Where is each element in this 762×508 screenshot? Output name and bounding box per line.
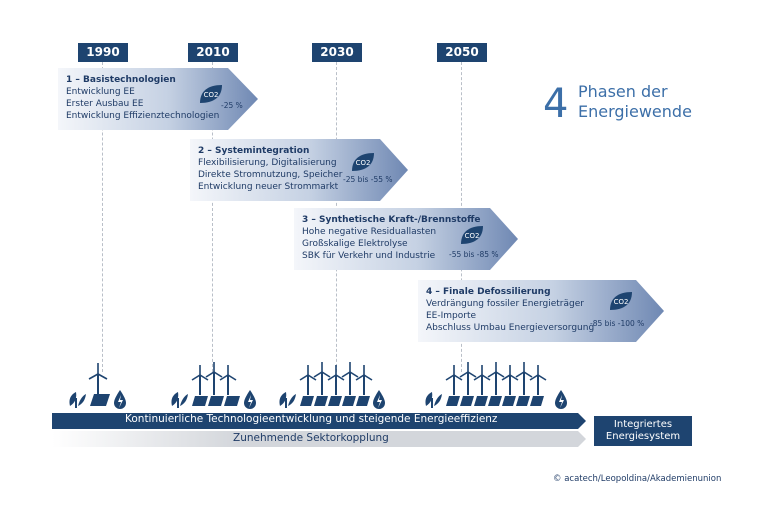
- reduction-label: -85 bis -100 %: [590, 319, 645, 328]
- icon-cluster-1990: [69, 363, 126, 409]
- integrated-energy-system-box: Integriertes Energiesystem: [594, 416, 692, 446]
- plant-icon: [279, 392, 296, 408]
- plant-icon: [69, 392, 86, 408]
- phase-item: Hohe negative Residuallasten: [302, 227, 437, 237]
- phase-text: 1 – Basistechnologien Entwicklung EE Ers…: [66, 74, 219, 122]
- phase-title: 1 – Basistechnologien: [66, 75, 176, 85]
- icon-cluster-2050: [425, 362, 567, 409]
- co2-label: CO2: [204, 91, 219, 99]
- phase-item: SBK für Verkehr und Industrie: [302, 251, 436, 261]
- co2-label: CO2: [465, 232, 480, 240]
- year-2050: 2050: [437, 43, 487, 62]
- phase-item: Verdrängung fossiler Energieträger: [426, 299, 584, 309]
- phase-arrow: [294, 208, 518, 270]
- technology-development-label: Kontinuierliche Technologieentwicklung u…: [125, 413, 498, 425]
- phase-text: 4 – Finale Defossilierung Verdrängung fo…: [426, 286, 594, 334]
- phase-count: 4: [543, 81, 569, 127]
- co2-label: CO2: [356, 159, 371, 167]
- phase-item: Direkte Stromnutzung, Speicher: [198, 170, 343, 180]
- reduction-label: -55 bis -85 %: [449, 250, 499, 259]
- phase-text: 2 – Systemintegration Flexibilisierung, …: [198, 145, 342, 193]
- plant-icon: [425, 392, 442, 408]
- page-title: Phasen der Energiewende: [578, 82, 692, 122]
- plant-icon: [171, 392, 188, 408]
- electricity-drop-icon: [114, 390, 126, 409]
- wind-turbine-icon: [445, 362, 547, 395]
- phase-item: Entwicklung EE: [66, 87, 135, 97]
- phase-item: EE-Importe: [426, 311, 477, 321]
- co2-leaf-icon: CO2: [461, 226, 483, 244]
- reduction-label: -25 %: [221, 101, 243, 110]
- year-1990: 1990: [78, 43, 128, 62]
- reduction-label: -25 bis -55 %: [343, 175, 393, 184]
- co2-leaf-icon: CO2: [610, 292, 632, 310]
- phase-title: 4 – Finale Defossilierung: [426, 287, 551, 297]
- icon-cluster-2010: [171, 362, 256, 409]
- phase-title: 3 – Synthetische Kraft-/Brennstoffe: [302, 215, 481, 225]
- sector-coupling-bar: [52, 431, 586, 447]
- wind-turbine-icon: [299, 362, 373, 395]
- co2-leaf-icon: CO2: [352, 153, 374, 171]
- icon-cluster-2030: [279, 362, 385, 409]
- phase-1: 1 – Basistechnologien Entwicklung EE Ers…: [58, 68, 260, 130]
- electricity-drop-icon: [373, 390, 385, 409]
- copyright: © acatech/Leopoldina/Akademienunion: [553, 474, 722, 484]
- title-line-2: Energiewende: [578, 102, 692, 121]
- co2-label: CO2: [614, 298, 629, 306]
- phase-item: Abschluss Umbau Energieversorgung: [426, 323, 595, 333]
- phase-item: Flexibilisierung, Digitalisierung: [198, 158, 337, 168]
- phase-2: 2 – Systemintegration Flexibilisierung, …: [190, 139, 410, 201]
- technology-development-bar: [52, 413, 586, 429]
- wind-turbine-icon: [191, 362, 237, 395]
- phase-4: 4 – Finale Defossilierung Verdrängung fo…: [418, 280, 666, 342]
- guide-line-2010: [212, 62, 213, 372]
- phase-3: 3 – Synthetische Kraft-/Brennstoffe Hohe…: [294, 208, 520, 270]
- phase-item: Erster Ausbau EE: [66, 99, 144, 109]
- phase-arrow: [58, 68, 258, 130]
- co2-leaf-icon: CO2: [200, 85, 222, 103]
- guide-line-1990: [102, 62, 103, 372]
- phase-item: Entwicklung neuer Strommarkt: [198, 182, 339, 192]
- phase-arrow: [418, 280, 664, 342]
- phase-item: Großskalige Elektrolyse: [302, 239, 408, 249]
- end-label-line-2: Energiesystem: [605, 431, 681, 442]
- end-label-line-1: Integriertes: [613, 419, 673, 430]
- phase-text: 3 – Synthetische Kraft-/Brennstoffe Hohe…: [302, 214, 481, 262]
- phase-title: 2 – Systemintegration: [198, 146, 310, 156]
- phase-arrow: [190, 139, 408, 201]
- solar-panel-icon: [192, 396, 240, 406]
- year-2010: 2010: [188, 43, 238, 62]
- wind-turbine-icon: [88, 363, 108, 394]
- electricity-drop-icon: [555, 390, 567, 409]
- solar-panel-icon: [300, 396, 370, 406]
- phase-item: Entwicklung Effizienztechnologien: [66, 111, 220, 121]
- year-2030: 2030: [312, 43, 362, 62]
- electricity-drop-icon: [244, 390, 256, 409]
- solar-panel-icon: [446, 396, 544, 406]
- sector-coupling-label: Zunehmende Sektorkopplung: [233, 432, 389, 444]
- solar-panel-icon: [90, 394, 110, 406]
- title-line-1: Phasen der: [578, 82, 668, 101]
